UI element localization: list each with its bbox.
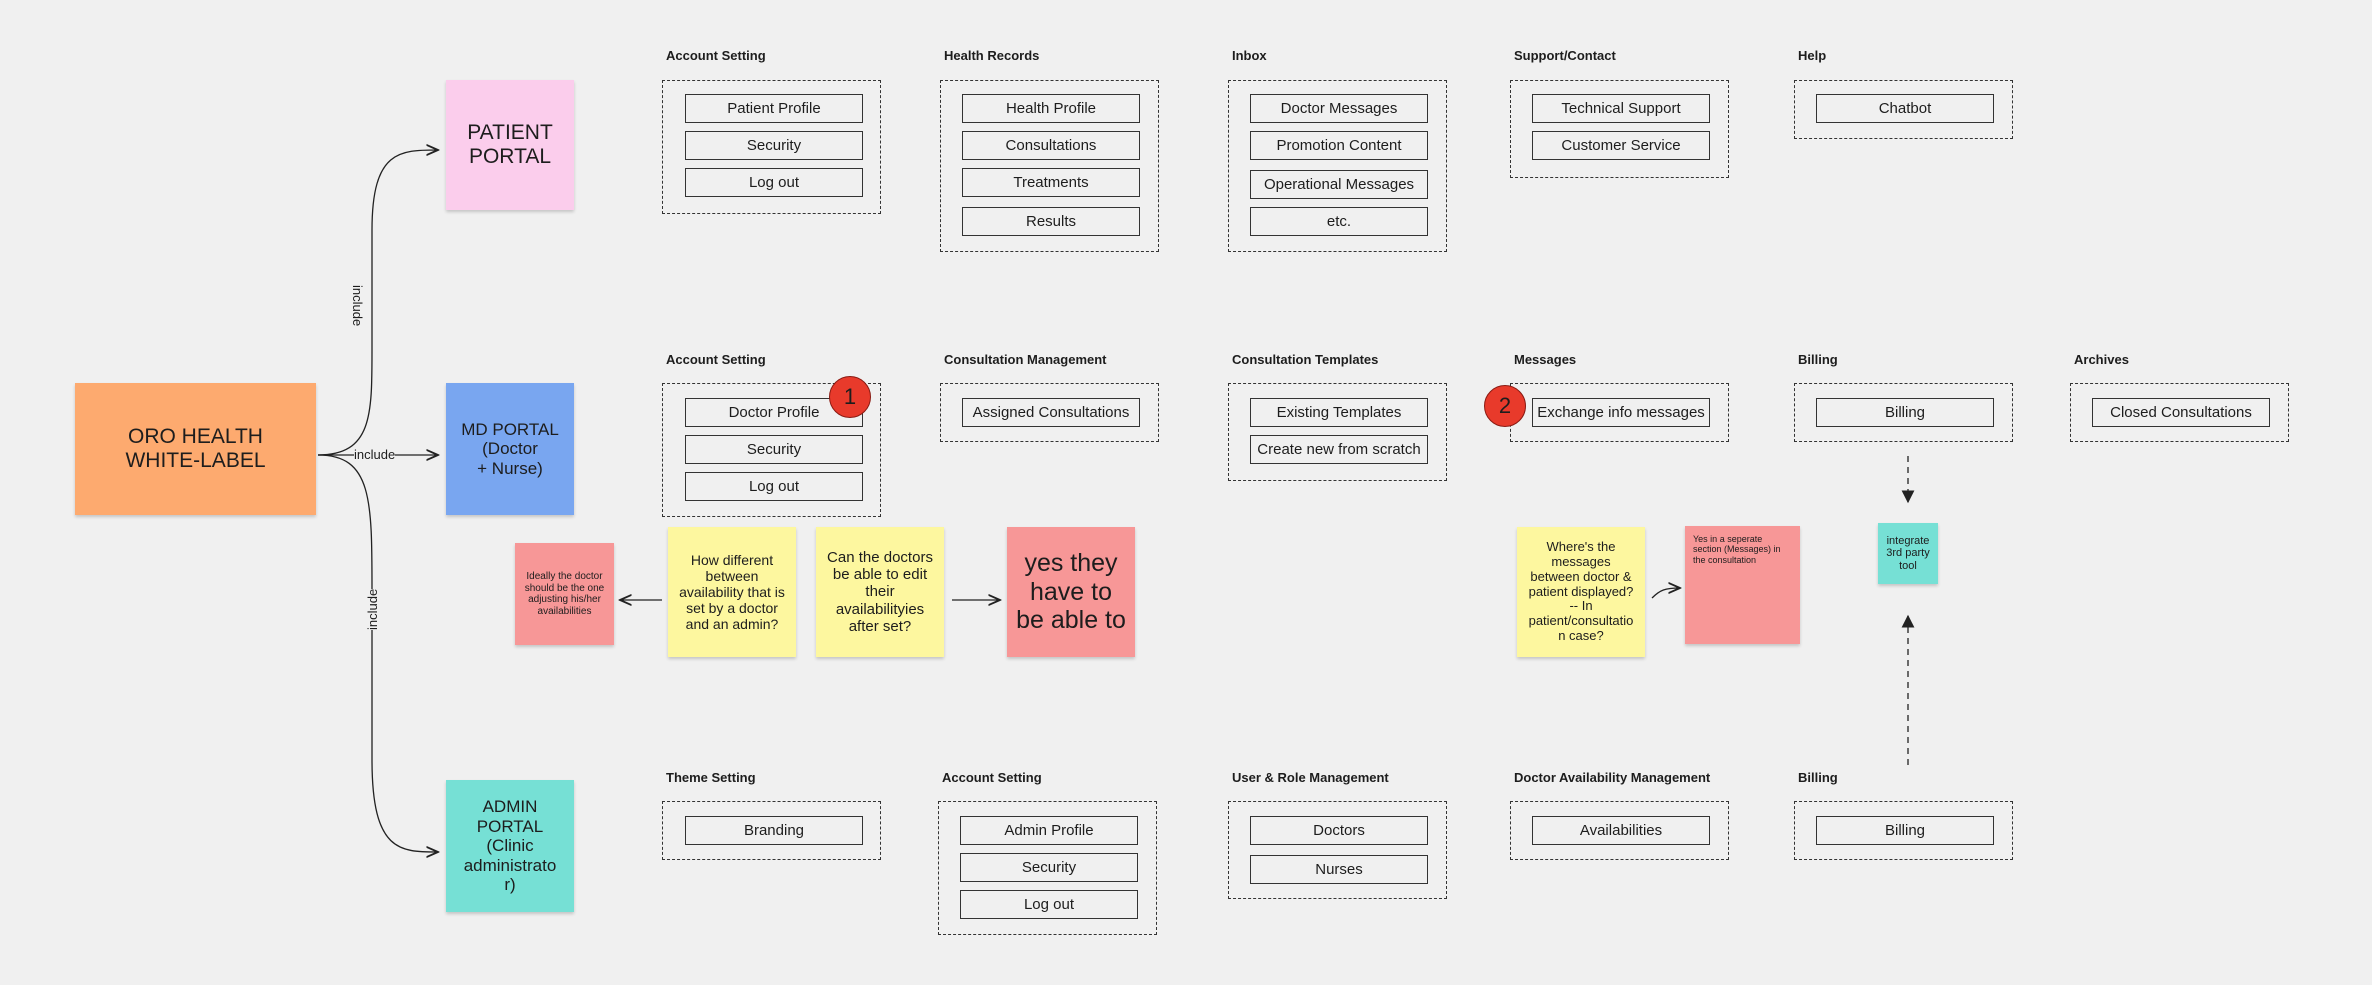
support-contact-group [1510, 80, 1729, 178]
admin-account-group [938, 801, 1157, 935]
closed-consultations-item[interactable]: Closed Consultations [2092, 398, 2270, 427]
results-item[interactable]: Results [962, 207, 1140, 236]
user-role-management-group [1228, 801, 1447, 899]
health-profile-item[interactable]: Health Profile [962, 94, 1140, 123]
md-billing-title: Billing [1798, 352, 1838, 367]
comment-badge-2[interactable]: 2 [1484, 385, 1526, 427]
edge-label-include-bottom: include [365, 588, 380, 630]
theme-setting-group [662, 801, 881, 860]
branding-item[interactable]: Branding [685, 816, 863, 845]
md-billing-group [1794, 383, 2013, 442]
ideally-note[interactable]: Ideally the doctor should be the one adj… [515, 543, 614, 645]
exchange-info-messages-item[interactable]: Exchange info messages [1532, 398, 1710, 427]
support-contact-title: Support/Contact [1514, 48, 1616, 63]
assigned-consultations-item[interactable]: Assigned Consultations [962, 398, 1140, 427]
arrow-to-yes-separate [1651, 588, 1680, 599]
doctor-availability-group [1510, 801, 1729, 860]
create-new-template-item[interactable]: Create new from scratch [1250, 435, 1428, 464]
messages-title: Messages [1514, 352, 1577, 367]
md-account-group [662, 383, 881, 517]
patient-portal-sticky[interactable]: PATIENT PORTAL [446, 80, 574, 210]
patient-logout-item[interactable]: Log out [685, 168, 863, 197]
doctor-availability-title: Doctor Availability Management [1514, 770, 1711, 785]
inbox-group [1228, 80, 1447, 252]
treatments-item[interactable]: Treatments [962, 168, 1140, 197]
yes-separate-note[interactable]: Yes in a seperate section (Messages) in … [1685, 526, 1800, 644]
where-messages-note[interactable]: Where's the messages between doctor & pa… [1517, 527, 1645, 657]
doctors-item[interactable]: Doctors [1250, 816, 1428, 845]
chatbot-item[interactable]: Chatbot [1816, 94, 1994, 123]
inbox-title: Inbox [1232, 48, 1267, 63]
consultation-templates-group [1228, 383, 1447, 481]
archives-group [2070, 383, 2289, 442]
how-different-note[interactable]: How different between availability that … [668, 527, 796, 657]
edge-label-include-top: include [350, 285, 365, 327]
consultation-management-title: Consultation Management [944, 352, 1107, 367]
customer-service-item[interactable]: Customer Service [1532, 131, 1710, 160]
consultations-item[interactable]: Consultations [962, 131, 1140, 160]
operational-messages-item[interactable]: Operational Messages [1250, 170, 1428, 199]
doctor-messages-item[interactable]: Doctor Messages [1250, 94, 1428, 123]
admin-billing-title: Billing [1798, 770, 1838, 785]
technical-support-item[interactable]: Technical Support [1532, 94, 1710, 123]
archives-title: Archives [2074, 352, 2129, 367]
edge-root-admin [317, 454, 438, 852]
health-records-group [940, 80, 1159, 252]
admin-account-title: Account Setting [942, 770, 1042, 785]
patient-account-group [662, 80, 881, 214]
md-billing-item[interactable]: Billing [1816, 398, 1994, 427]
existing-templates-item[interactable]: Existing Templates [1250, 398, 1428, 427]
md-portal-sticky[interactable]: MD PORTAL (Doctor + Nurse) [446, 383, 574, 515]
md-security-item[interactable]: Security [685, 435, 863, 464]
admin-billing-group [1794, 801, 2013, 860]
etc-item[interactable]: etc. [1250, 207, 1428, 236]
nurses-item[interactable]: Nurses [1250, 855, 1428, 884]
comment-badge-1[interactable]: 1 [829, 376, 871, 418]
admin-portal-sticky[interactable]: ADMIN PORTAL (Clinic administrato r) [446, 780, 574, 912]
can-edit-note[interactable]: Can the doctors be able to edit their av… [816, 527, 944, 657]
md-account-title: Account Setting [666, 352, 766, 367]
patient-security-item[interactable]: Security [685, 131, 863, 160]
root-sticky[interactable]: ORO HEALTH WHITE-LABEL [75, 383, 316, 515]
admin-billing-item[interactable]: Billing [1816, 816, 1994, 845]
admin-security-item[interactable]: Security [960, 853, 1138, 882]
admin-logout-item[interactable]: Log out [960, 890, 1138, 919]
consultation-templates-title: Consultation Templates [1232, 352, 1379, 367]
consultation-management-group [940, 383, 1159, 442]
md-logout-item[interactable]: Log out [685, 472, 863, 501]
availabilities-item[interactable]: Availabilities [1532, 816, 1710, 845]
integrate-3rd-party-note[interactable]: integrate 3rd party tool [1878, 523, 1938, 584]
edge-label-include-mid: include [354, 447, 396, 462]
promotion-content-item[interactable]: Promotion Content [1250, 131, 1428, 160]
admin-profile-item[interactable]: Admin Profile [960, 816, 1138, 845]
edge-root-patient [317, 150, 438, 456]
help-title: Help [1798, 48, 1827, 63]
help-group [1794, 80, 2013, 139]
yes-they-note[interactable]: yes they have to be able to [1007, 527, 1135, 657]
health-records-title: Health Records [944, 48, 1040, 63]
patient-account-title: Account Setting [666, 48, 766, 63]
user-role-management-title: User & Role Management [1232, 770, 1389, 785]
theme-setting-title: Theme Setting [666, 770, 756, 785]
patient-profile-item[interactable]: Patient Profile [685, 94, 863, 123]
